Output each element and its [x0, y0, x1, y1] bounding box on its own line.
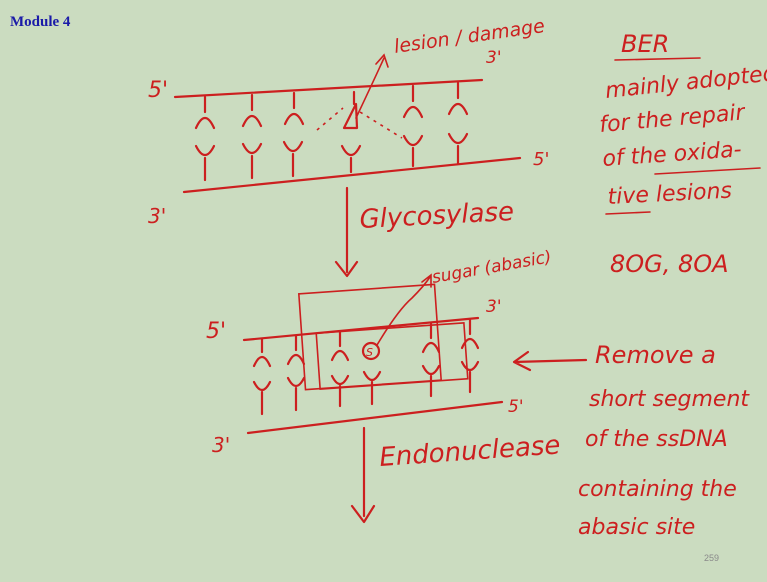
lesion-dotted-line — [316, 107, 403, 139]
mid-label-3-right: 3' — [486, 297, 502, 317]
segment-box — [297, 283, 443, 391]
abasic-site-mark: S — [366, 346, 373, 359]
mid-strand-lower — [246, 400, 504, 435]
inner-segment-box — [315, 322, 469, 390]
top-strand-lower — [182, 156, 522, 194]
dna-diagram-middle: S 5' 3' 3' 5' sugar (abasic) — [206, 247, 553, 457]
mid-label-3-left: 3' — [212, 433, 230, 457]
mid-label-5-left: 5' — [206, 319, 226, 344]
ber-line-1: mainly adopted — [604, 61, 767, 104]
mid-label-5-right: 5' — [508, 397, 524, 417]
mid-upper-bases — [252, 318, 480, 368]
glycosylase-label: Glycosylase — [359, 197, 515, 235]
mid-lower-bases — [252, 360, 480, 416]
ber-line-3: of the oxida- — [602, 137, 743, 172]
top-label-5-left: 5' — [148, 78, 168, 103]
ber-line-2: for the repair — [598, 100, 747, 138]
endonuclease-label: Endonuclease — [378, 430, 561, 473]
down-arrow-1 — [334, 186, 359, 278]
remove-line-2: short segment — [589, 387, 750, 412]
abasic-sugar-circle — [361, 341, 381, 361]
dna-diagram-top: 5' 3' 3' 5' lesion / damage — [148, 15, 549, 228]
top-label-5-right: 5' — [533, 149, 549, 170]
top-label-3-right: 3' — [486, 48, 502, 68]
ber-title: BER — [621, 30, 669, 58]
remove-line-5: abasic site — [578, 515, 695, 540]
top-lower-bases — [194, 132, 469, 182]
remove-line-4: containing the — [578, 477, 737, 502]
ber-underline — [614, 57, 701, 61]
remove-line-1: Remove a — [595, 341, 716, 369]
module-title: Module 4 — [10, 14, 71, 30]
top-strand-upper — [173, 78, 484, 99]
ber-examples: 8OG, 8OA — [610, 250, 729, 278]
top-label-3-left: 3' — [148, 204, 166, 228]
left-pointing-arrow — [512, 350, 588, 372]
page-number: 259 — [704, 553, 720, 563]
top-upper-bases — [194, 81, 469, 130]
ber-notes: BER mainly adopted for the repair of the… — [598, 30, 767, 278]
oxidative-underline-2 — [605, 211, 651, 215]
ber-line-4: tive lesions — [607, 179, 733, 210]
sugar-abasic-label: sugar (abasic) — [430, 247, 553, 288]
sugar-pointer-arrow — [376, 273, 432, 346]
down-arrow-2 — [350, 426, 376, 524]
oxidative-underline-1 — [654, 167, 761, 175]
lesion-pointer-arrow — [355, 53, 389, 119]
remove-notes: Remove a short segment of the ssDNA cont… — [512, 341, 750, 540]
mid-strand-upper — [242, 316, 480, 342]
damaged-base-triangle — [342, 102, 359, 130]
remove-line-3: of the ssDNA — [585, 427, 728, 452]
endonuclease-step: Endonuclease — [350, 426, 561, 524]
lesion-label: lesion / damage — [393, 15, 546, 58]
